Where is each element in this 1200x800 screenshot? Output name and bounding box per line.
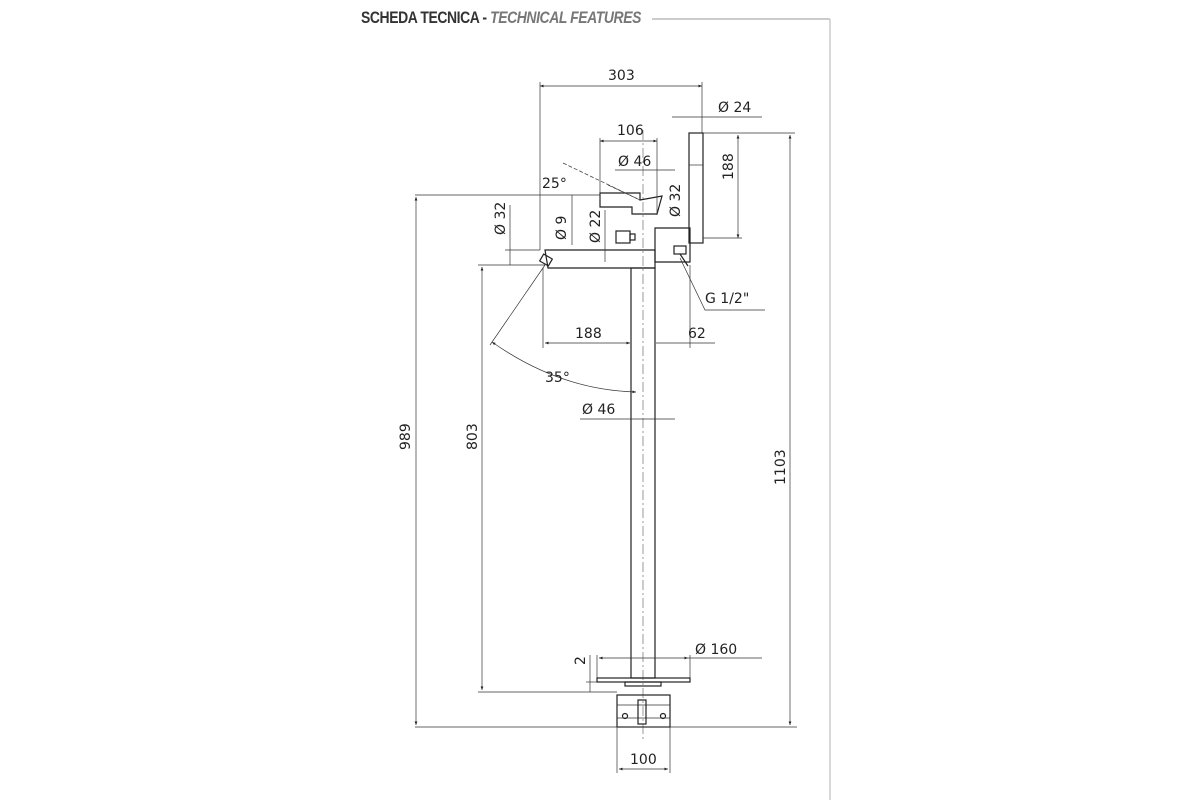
dim-aerator-diameter: Ø 9: [554, 216, 570, 240]
dim-total-height-spout: 989: [398, 423, 414, 450]
faucet-outline: [415, 130, 797, 740]
dim-column-diameter: Ø 46: [582, 402, 615, 418]
dim-spout-reach: 188: [575, 326, 602, 342]
dim-connection: G 1/2": [705, 291, 749, 307]
dim-lever-width: 106: [617, 123, 644, 139]
dim-base-diameter: Ø 160: [695, 642, 737, 658]
dim-box-width: 100: [630, 752, 657, 768]
dim-body-diameter-top: Ø 46: [618, 154, 651, 170]
dim-offset: 62: [688, 326, 706, 342]
dimension-labels: 303 Ø 24 106 188 Ø 46 25° Ø 32 Ø 32 Ø 9 …: [398, 68, 789, 768]
page-title: SCHEDA TECNICA - TECHNICAL FEATURES: [361, 8, 641, 27]
dim-overall-width: 303: [608, 68, 635, 84]
dim-swivel-angle: 35°: [545, 370, 570, 386]
dim-spout-height: 803: [465, 423, 481, 450]
dim-base-thickness: 2: [573, 656, 589, 665]
dimension-lines: [414, 82, 795, 773]
dim-lever-angle: 25°: [542, 176, 567, 192]
dim-total-height: 1103: [773, 449, 789, 485]
dim-outlet-diameter: Ø 22: [588, 210, 604, 243]
dim-body-diameter-32: Ø 32: [668, 184, 684, 217]
dim-spout-diameter: Ø 32: [493, 202, 509, 235]
dim-handle-diameter: Ø 24: [718, 100, 751, 116]
dim-handle-height: 188: [721, 153, 737, 180]
